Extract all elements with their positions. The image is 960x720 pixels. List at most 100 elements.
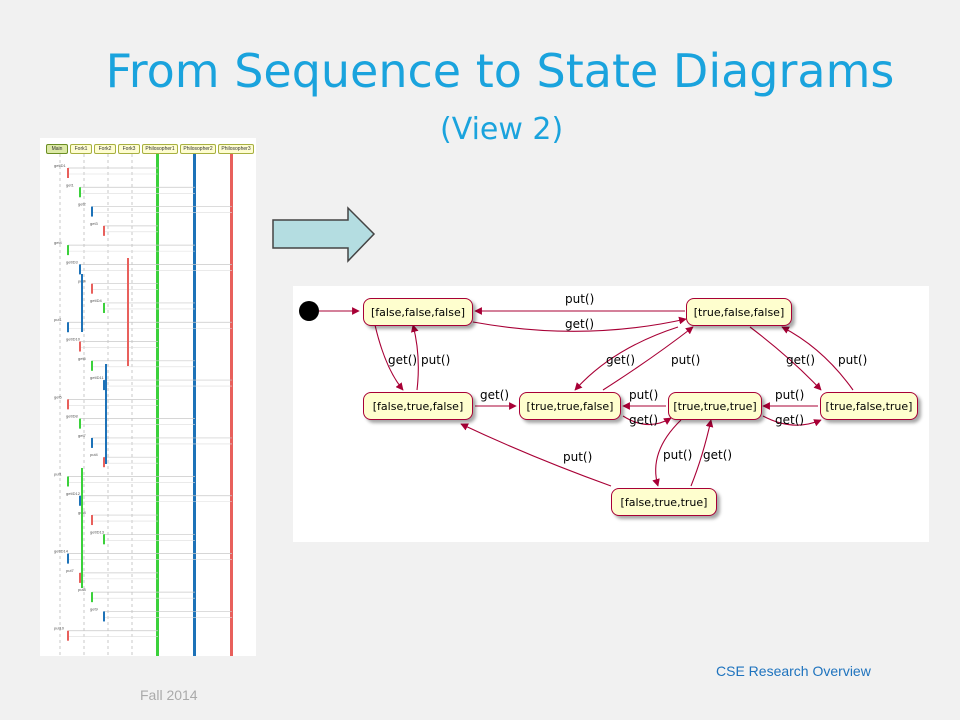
activation-bar [79,418,81,429]
message-label: getID8 [66,414,79,419]
edge-label-get: get() [565,317,595,331]
edge-label-get: put() [775,388,805,402]
state-false-true-false: [false,true,false] [363,392,473,420]
edge-label-put: put() [565,292,595,306]
participant-philosopher1: Philosopher1 [142,144,178,154]
edge-label-put: put() [663,448,693,462]
activation-bar [91,437,93,448]
edge-ftt-ttt-get [690,419,714,487]
edge-label-put: put() [563,450,593,464]
transform-arrow-icon [272,206,376,263]
footer-term: Fall 2014 [140,687,198,703]
activation-bar [91,283,93,294]
lifeline-philosopher3 [230,154,233,656]
edge-ttf-ttt-get [622,415,672,426]
message-label: getID13 [90,529,105,534]
activation-bar [79,187,81,198]
slide-title: From Sequence to State Diagrams [105,44,895,98]
state-false-true-true: [false,true,true] [611,488,717,516]
edge-fff-ftf-get [374,324,404,391]
message-label: getID1 [54,163,67,168]
activation-bar [79,495,81,506]
activation-bar [91,206,93,217]
activation-bar [79,264,81,275]
edge-label-put: get() [775,413,805,427]
edge-tff-ttf-get [574,326,679,391]
message-label: put1 [54,317,63,322]
edge-label-get: get() [629,413,659,427]
activation-bar [103,457,105,468]
edge-ttf-tff-put [602,326,694,391]
message-label: get6 [54,394,63,399]
activation-bar [91,592,93,603]
activation-bar [67,630,69,641]
message-label: getID12 [66,491,81,496]
edge-tff-tft-get [749,326,822,391]
edge-tft-tff-put [781,326,854,391]
message-label: get7 [78,433,87,438]
edge-label-put: put() [838,353,868,367]
message-label: get9 [90,606,99,611]
activation-bar [103,380,105,391]
message-label: get1 [66,182,75,187]
message-label: getID3 [66,259,79,264]
sequence-diagram: Main Fork1 Fork2 Fork3 Philosopher1 Phil… [40,138,256,656]
activation-bar [103,302,105,313]
edge-label-get: get() [606,353,636,367]
activation-bar [79,341,81,352]
message-label: getID11 [90,375,104,380]
state-false-false-false: [false,false,false] [363,298,473,326]
message-label: getID14 [54,549,69,554]
edge-ftf-fff-put [411,324,419,391]
sequence-lines: getID1 get1 get2 get3 get4 getID3 put4 getID4 pu… [54,154,233,656]
participant-fork2: Fork2 [94,144,116,154]
activation-bar [127,258,129,366]
activation-bar [67,322,69,333]
message-label: put10 [54,626,65,631]
state-true-true-false: [true,true,false] [519,392,621,420]
message-label: get3 [90,221,99,226]
edge-ttt-tft-put [762,415,822,427]
message-label: get5 [78,356,87,361]
slide-subtitle: (View 2) [440,112,564,147]
activation-bar [79,572,81,583]
participant-philosopher2: Philosopher2 [180,144,216,154]
activation-bar [81,274,83,332]
participant-fork3: Fork3 [118,144,140,154]
lifeline-philosopher1 [156,154,159,656]
message-label: put1 [54,471,63,476]
activation-bar [67,245,69,256]
activation-bar [91,360,93,371]
edge-label-get: get() [786,353,816,367]
edge-label-get: get() [703,448,733,462]
message-label: put7 [66,568,75,573]
participant-main: Main [46,144,68,154]
activation-bar [67,399,69,410]
activation-bar [81,468,83,588]
state-diagram: [false,false,false] [true,false,false] [… [293,286,929,542]
activation-bar [103,225,105,236]
participant-fork1: Fork1 [70,144,92,154]
edge-label-get: get() [388,353,418,367]
activation-bar [105,364,107,464]
participant-philosopher3: Philosopher3 [218,144,254,154]
edge-fff-tff-get [472,316,687,332]
state-true-true-true: [true,true,true] [668,392,762,420]
activation-bar [67,553,69,564]
state-true-false-true: [true,false,true] [820,392,918,420]
edge-ftt-ftf-put [460,423,612,487]
edge-ttt-ftt-put [652,419,682,487]
message-label: put4 [90,452,99,457]
message-label: getID10 [66,337,81,342]
lifeline-philosopher2 [193,154,196,656]
activation-bar [103,534,105,545]
activation-bar [103,611,105,622]
activation-bar [91,515,93,526]
message-label: get4 [54,240,63,245]
footer-course: CSE Research Overview [716,663,871,679]
message-label: get2 [78,202,87,207]
edge-label-put: put() [421,353,451,367]
state-transitions [319,307,854,487]
message-label: getID4 [90,298,103,303]
initial-state [299,301,319,321]
